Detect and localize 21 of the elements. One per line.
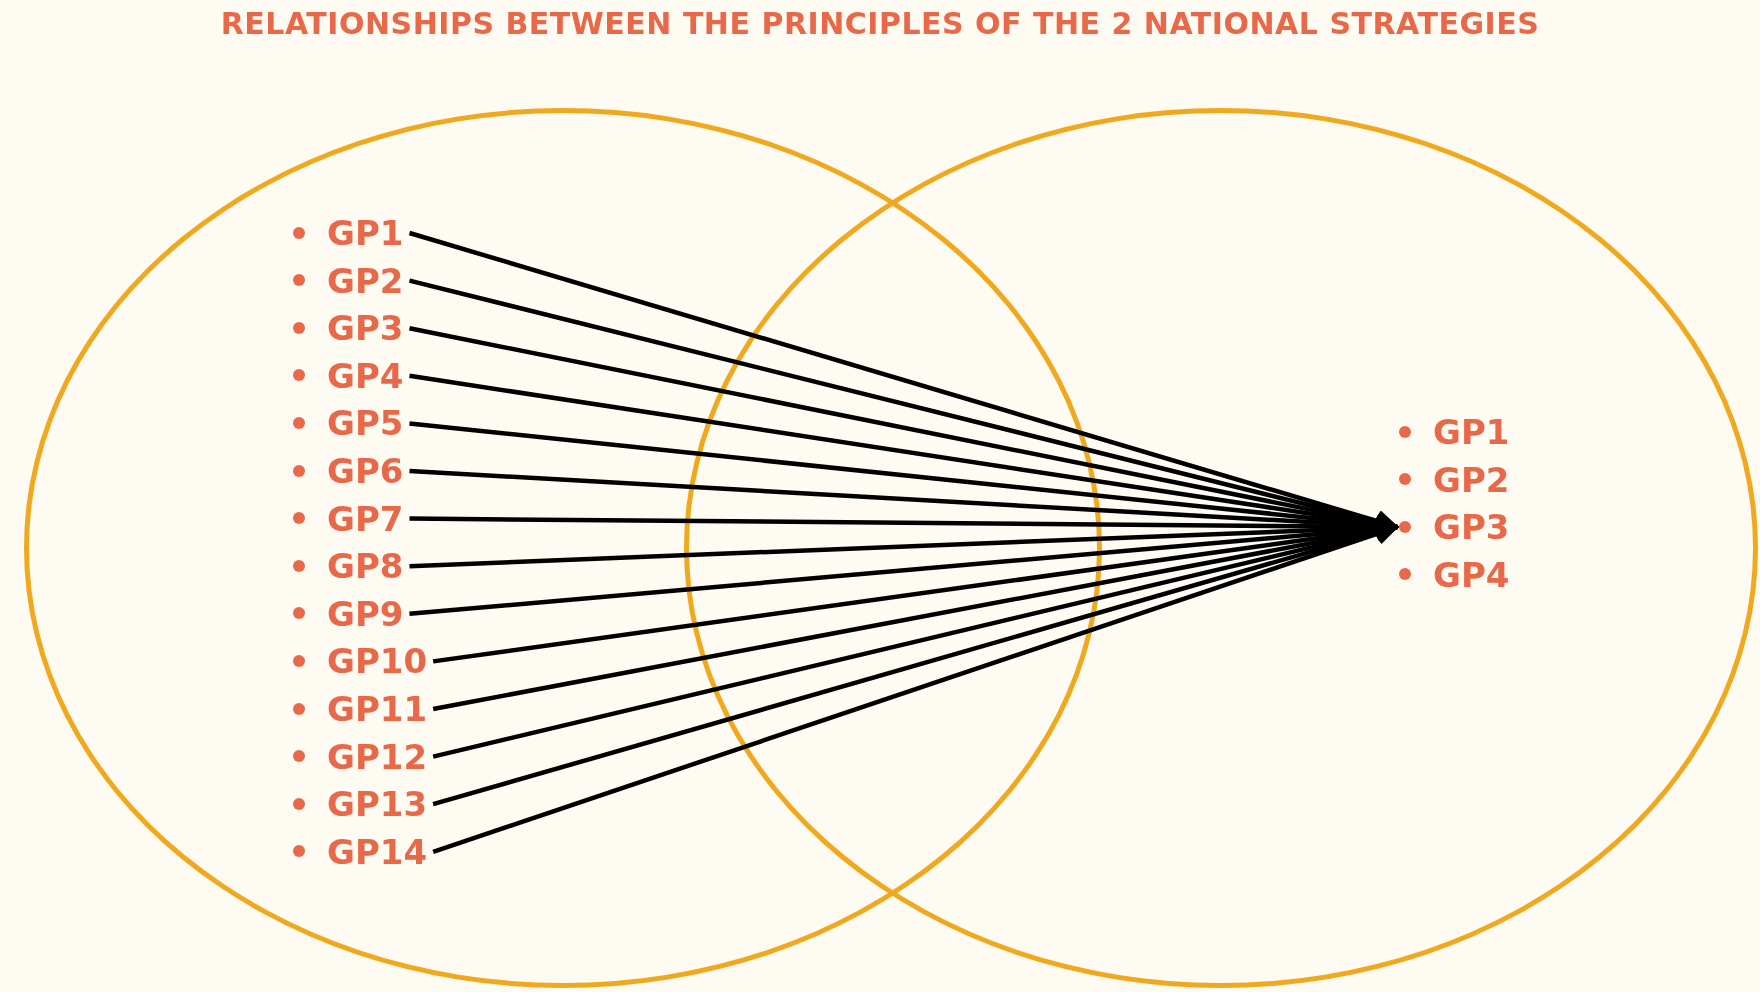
title: RELATIONSHIPS BETWEEN THE PRINCIPLES OF THE 2 NATIONAL STRATEGIES xyxy=(220,6,1540,41)
list-item: GP3 xyxy=(293,308,404,349)
list-item: GP8 xyxy=(293,546,404,587)
list-item: GP2 xyxy=(293,260,404,301)
list-item: GP11 xyxy=(293,689,428,729)
list-item: GP2 xyxy=(1399,459,1510,500)
list-item: GP5 xyxy=(293,403,404,444)
list-item: GP6 xyxy=(293,451,404,491)
list-item: GP1 xyxy=(293,213,404,253)
list-item: GP14 xyxy=(293,831,428,872)
list-item: GP3 xyxy=(1399,507,1510,547)
circle xyxy=(684,108,1758,988)
list-item: GP9 xyxy=(293,593,404,634)
list-item: GP4 xyxy=(1399,554,1510,595)
circle xyxy=(24,108,1102,988)
list-item: GP10 xyxy=(293,641,428,682)
list-item: GP12 xyxy=(293,736,428,777)
list-item: GP1 xyxy=(1399,412,1510,452)
list-item: GP7 xyxy=(293,498,404,539)
list-item: GP4 xyxy=(293,355,404,396)
list-item: GP13 xyxy=(293,784,428,825)
